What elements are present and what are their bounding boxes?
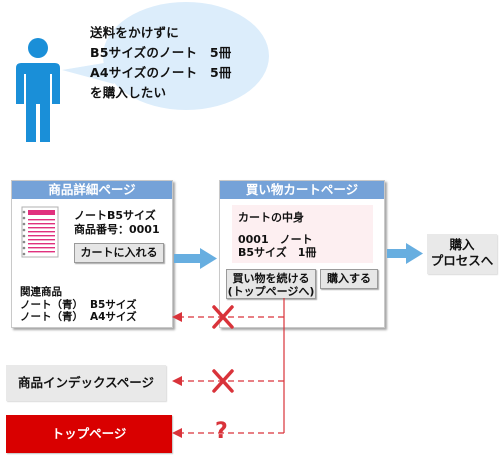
continue-shopping-label: 買い物を続ける: [232, 272, 310, 285]
arrowhead-left: [172, 428, 182, 438]
flow-arrow: [387, 243, 423, 264]
purchase-process-sublabel: プロセスへ: [430, 253, 494, 268]
product-detail-panel: 商品詳細ページ ノートB5サイズ 商品番号：0001 カートに入れる 関連商品 …: [11, 180, 173, 328]
product-number: 商品番号：0001: [74, 223, 160, 236]
product-detail-title: 商品詳細ページ: [12, 181, 172, 199]
bubble-text-line: A4サイズのノート 5冊: [90, 65, 232, 80]
related-item-size[interactable]: B5サイズ: [90, 299, 137, 311]
bubble-text-line: B5サイズのノート 5冊: [90, 45, 232, 60]
related-products-heading: 関連商品: [20, 286, 62, 298]
top-page-box: トップページ: [6, 415, 172, 453]
arrowhead-left: [172, 312, 182, 322]
person-icon: [16, 38, 60, 142]
cart-item-line: B5サイズ 1冊: [238, 246, 317, 259]
speech-bubble: [62, 2, 269, 110]
cart-item-line: 0001 ノート: [238, 233, 313, 246]
purchase-button[interactable]: 購入する: [320, 269, 378, 289]
product-index-page-box: 商品インデックスページ: [6, 365, 166, 401]
shopping-cart-title: 買い物カートページ: [220, 181, 384, 199]
cross-mark-icon: [212, 369, 234, 393]
shopping-cart-panel: 買い物カートページ カートの中身 0001 ノート B5サイズ 1冊 買い物を続…: [219, 180, 385, 328]
continue-shopping-sublabel: (トップページへ): [227, 285, 315, 298]
bubble-text-line: 送料をかけずに: [90, 25, 179, 40]
purchase-process-box: 購入 プロセスへ: [427, 234, 497, 274]
notebook-icon: [21, 206, 59, 258]
related-item-size[interactable]: A4サイズ: [90, 311, 137, 323]
arrowhead-left: [172, 376, 182, 386]
add-to-cart-button[interactable]: カートに入れる: [74, 243, 164, 263]
bubble-text-line: を購入したい: [90, 85, 167, 100]
related-item-name[interactable]: ノート（青）: [20, 299, 83, 311]
purchase-process-label: 購入: [449, 237, 475, 252]
related-item-name[interactable]: ノート（青）: [20, 311, 83, 323]
continue-shopping-button[interactable]: 買い物を続ける (トップページへ): [226, 269, 316, 299]
cart-contents-heading: カートの中身: [238, 211, 304, 224]
question-mark-icon: ?: [215, 419, 228, 444]
cart-contents-box: [232, 205, 373, 263]
flow-arrow: [174, 248, 217, 269]
product-name: ノートB5サイズ: [74, 209, 156, 222]
